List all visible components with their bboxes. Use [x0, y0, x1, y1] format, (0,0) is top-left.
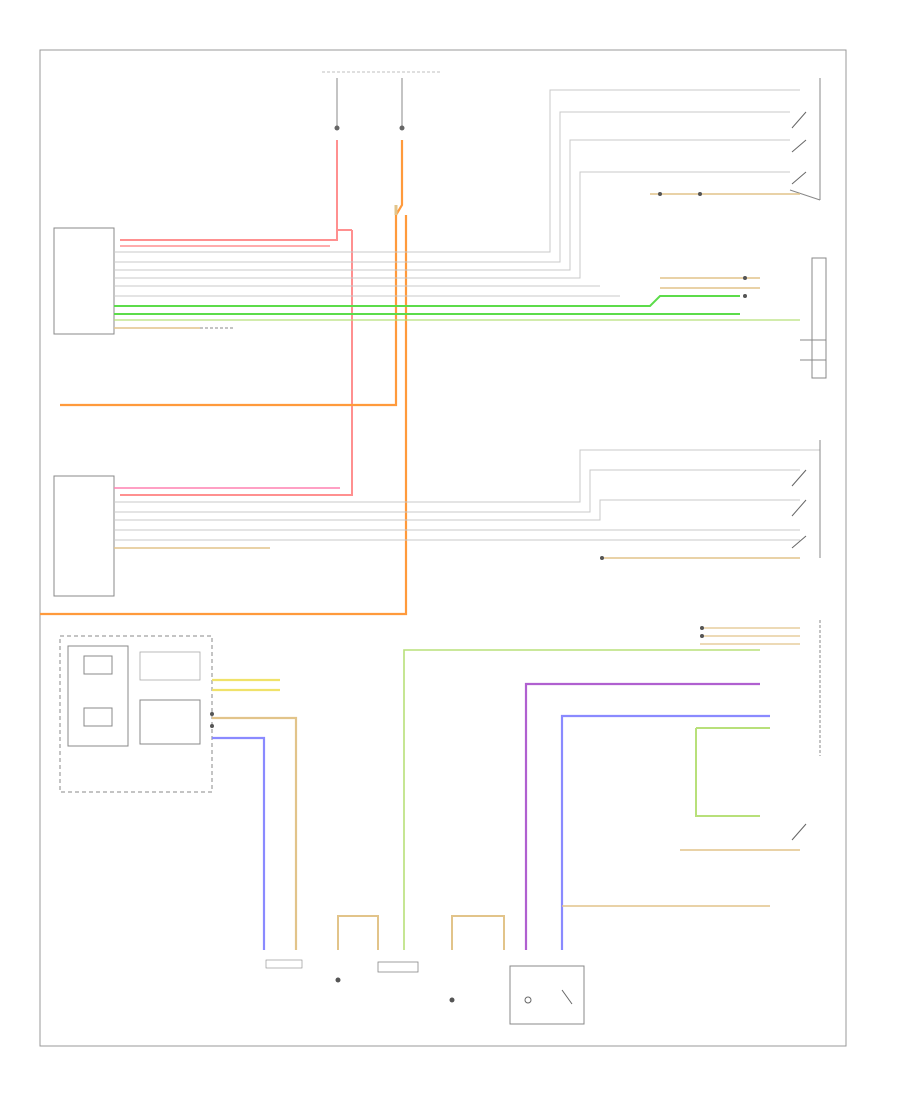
wire-blue-right — [560, 714, 770, 950]
left-rear-control-module — [53, 227, 115, 335]
wire-red-main — [120, 140, 338, 241]
left-rear-window-motor — [743, 257, 827, 379]
wire-red-upper — [336, 140, 352, 231]
rtbox-wires — [114, 440, 821, 560]
wire-red-long — [120, 230, 353, 496]
wire-purple — [524, 682, 760, 950]
ltbox-wires — [114, 89, 800, 329]
wire-tan-ic — [212, 716, 298, 950]
fuse-group — [322, 71, 440, 131]
wire-green-right — [695, 728, 760, 817]
wire-orange-upper — [60, 140, 404, 407]
left-rear-window-switch — [650, 78, 821, 201]
bottom-connectors — [265, 915, 505, 1003]
wire-green-1 — [114, 295, 740, 307]
right-rear-control-module — [53, 475, 115, 597]
instrument-cluster — [59, 635, 214, 793]
fuse-connector-left — [334, 125, 340, 131]
wire-orange-lower — [40, 215, 408, 616]
rear-right-block — [680, 620, 821, 851]
fuse-connector-right — [399, 125, 405, 131]
wire-blue-ic — [212, 736, 266, 950]
diagram-frame — [39, 49, 847, 1047]
relay-module — [509, 965, 585, 1025]
wire-lightgreen-vertical — [403, 649, 760, 950]
